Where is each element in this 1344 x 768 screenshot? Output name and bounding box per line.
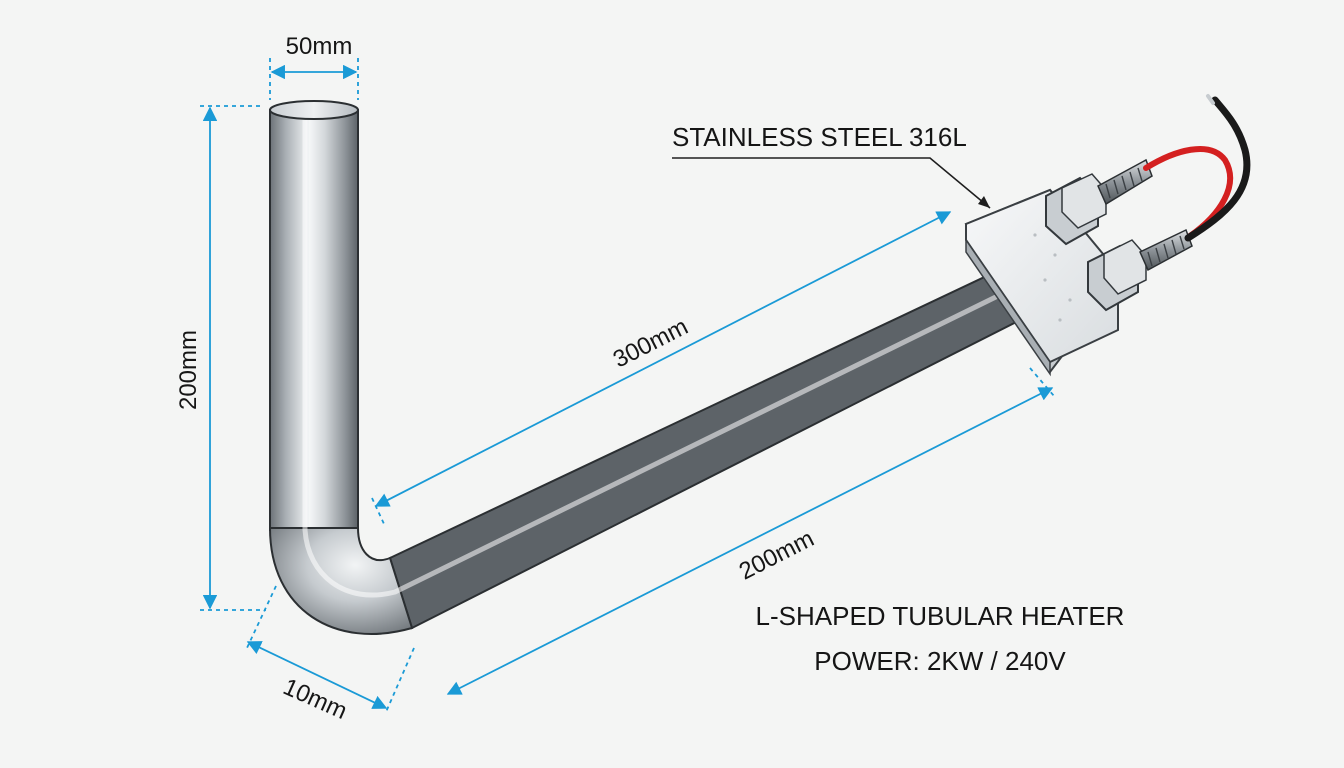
dim-label-top-width: 50mm bbox=[286, 33, 353, 60]
dim-label-lower-diagonal: 200mm bbox=[735, 525, 819, 585]
caption-title: L-SHAPED TUBULAR HEATER bbox=[756, 601, 1125, 631]
terminal-stud-upper bbox=[1045, 158, 1153, 246]
dim-line-lower-diagonal bbox=[446, 387, 1054, 695]
black-wire bbox=[1184, 96, 1251, 242]
heater-tube bbox=[268, 100, 1038, 635]
dimension-lines bbox=[200, 58, 1055, 713]
caption-power: POWER: 2KW / 240V bbox=[814, 646, 1066, 676]
dim-line-tube-diameter bbox=[246, 641, 388, 709]
red-wire bbox=[1143, 145, 1233, 239]
tube-bend bbox=[268, 527, 414, 635]
terminal-block bbox=[964, 94, 1251, 377]
dim-label-tube-diameter: 10mm bbox=[279, 673, 351, 725]
dim-label-vertical-height: 200mm bbox=[175, 330, 202, 410]
material-callout-label: STAINLESS STEEL 316L bbox=[672, 122, 967, 152]
tube-top-opening bbox=[269, 100, 359, 120]
terminal-stud-lower bbox=[1087, 228, 1193, 312]
tube-vertical-section bbox=[269, 109, 359, 531]
callout-leader bbox=[672, 157, 991, 209]
